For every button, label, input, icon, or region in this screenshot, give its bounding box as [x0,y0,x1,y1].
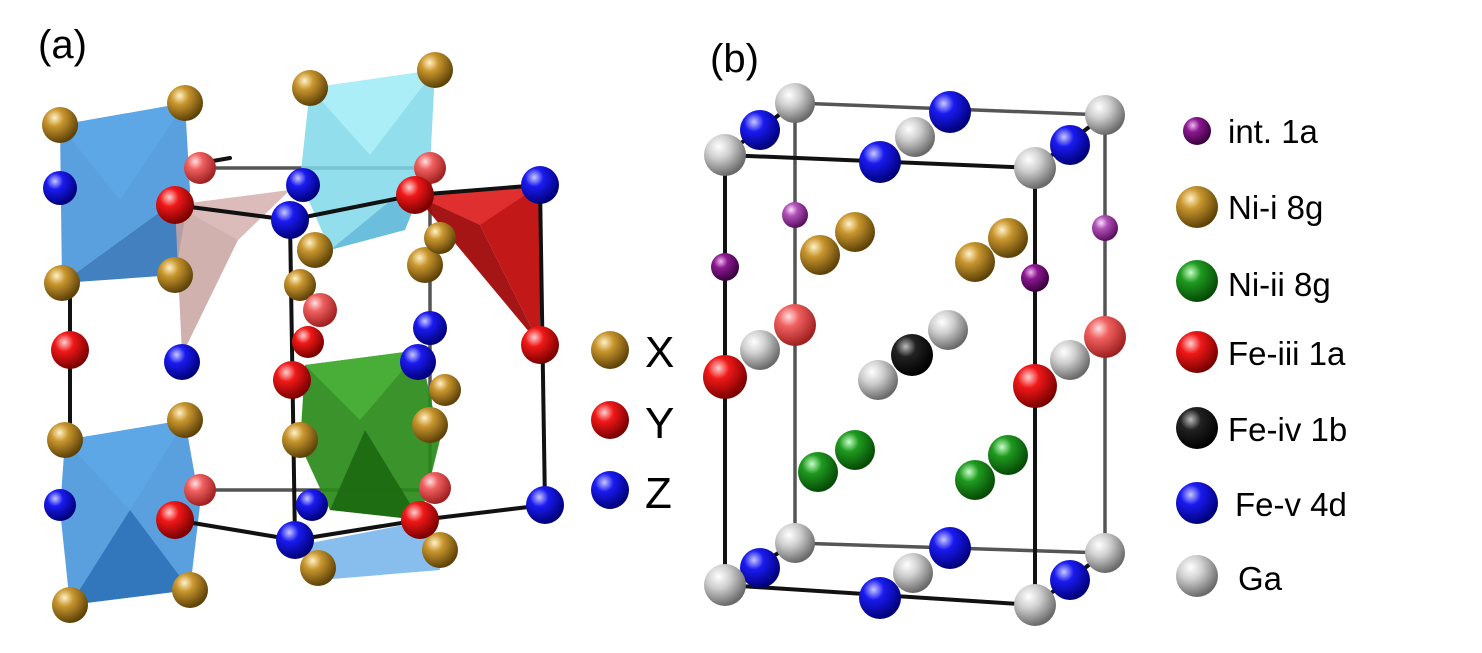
panel-b-atoms [703,83,1126,626]
legend-label-ga: Ga [1238,560,1283,597]
polyhedron-octahedron-blue-top-left [60,103,190,283]
legend-swatch-ni-i-8g [1176,186,1218,228]
polyhedron-octahedron-green [300,350,440,520]
legend-label-y: Y [645,399,674,448]
legend-swatch-fe-iii-1a [1176,331,1218,373]
legend-swatch-fe-iv-1b [1176,407,1218,449]
panel-a-atoms [42,52,564,623]
legend-item-fe-iii-1a: Fe-iii 1a [1176,331,1346,373]
legend-label-fe-iii-1a: Fe-iii 1a [1228,335,1346,372]
legend-item-x: X [591,328,674,377]
panel-a: (a) [38,23,674,623]
legend-item-ni-i-8g: Ni-i 8g [1176,186,1323,228]
panel-a-legend: X Y Z [591,328,674,518]
legend-label-int-1a: int. 1a [1228,113,1319,150]
legend-label-fe-v-4d: Fe-v 4d [1235,486,1347,523]
panel-b: (b) [703,37,1347,626]
polyhedron-octahedron-blue-bottom-left [60,420,200,605]
legend-swatch-int-1a [1183,117,1211,145]
panel-a-label: (a) [38,23,87,67]
polyhedron-tetrahedron-pink [175,190,290,355]
legend-item-fe-iv-1b: Fe-iv 1b [1176,407,1347,449]
legend-label-z: Z [645,469,672,518]
legend-swatch-x [591,331,629,369]
panel-b-label: (b) [710,37,759,81]
legend-item-fe-v-4d: Fe-v 4d [1176,482,1347,524]
legend-item-ni-ii-8g: Ni-ii 8g [1176,260,1331,303]
legend-swatch-y [591,401,629,439]
legend-label-ni-ii-8g: Ni-ii 8g [1228,266,1331,303]
legend-item-ga: Ga [1176,555,1283,597]
legend-label-x: X [645,328,674,377]
legend-swatch-z [591,471,629,509]
legend-label-fe-iv-1b: Fe-iv 1b [1228,411,1347,448]
legend-swatch-ni-ii-8g [1176,260,1218,302]
legend-swatch-fe-v-4d [1176,482,1218,524]
panel-b-legend: int. 1a Ni-i 8g Ni-ii 8g Fe-iii 1a Fe-iv… [1176,113,1347,597]
legend-item-y: Y [591,399,674,448]
legend-item-int-1a: int. 1a [1183,113,1319,150]
legend-label-ni-i-8g: Ni-i 8g [1228,189,1323,226]
legend-swatch-ga [1176,555,1218,597]
legend-item-z: Z [591,469,672,518]
polyhedron-octahedron-lightblue-top-right [300,70,435,250]
